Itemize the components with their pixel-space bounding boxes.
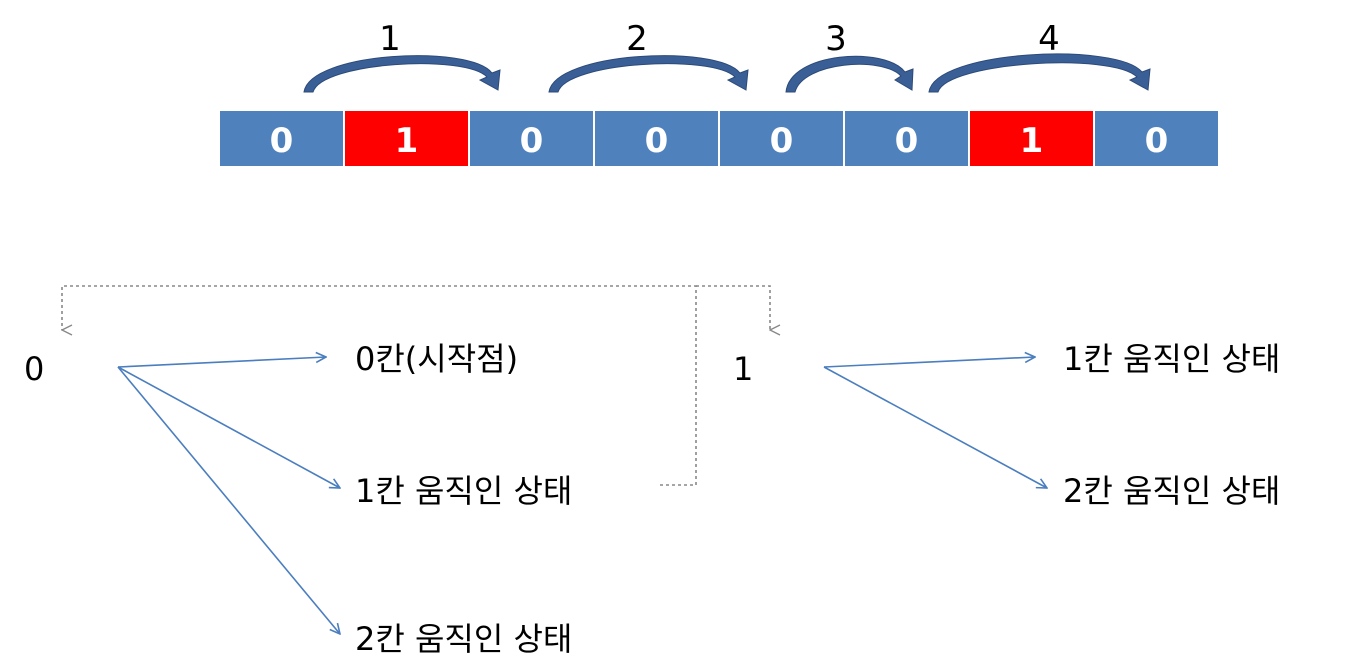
cell-strip: 0 1 0 0 0 0 1 0 [218,109,1220,168]
cell-3-value: 0 [645,121,669,161]
jump-arrow-2 [548,55,749,93]
cell-0-value: 0 [270,121,294,161]
branch-left-2 [117,366,340,634]
tree-right-child-1: 2칸 움직인 상태 [1063,472,1280,510]
cell-7-value: 0 [1145,121,1169,161]
tree-left: 0 0칸(시작점) 1칸 움직인 상태 2칸 움직인 상태 [24,340,572,658]
branch-right-0 [823,357,1035,368]
cell-4-value: 0 [770,121,794,161]
tree-right-branches [823,357,1047,488]
tree-left-child-2: 2칸 움직인 상태 [355,620,572,658]
cell-2: 0 [468,109,595,168]
jump-arrow-1 [303,55,501,93]
cell-1-value: 1 [395,121,419,161]
jump-arrows [303,53,1151,93]
cell-0-box [218,109,345,168]
cell-5: 0 [843,109,970,168]
cell-7-box [1093,109,1220,168]
jump-label-4: 4 [1038,19,1060,59]
tree-left-child-1: 1칸 움직인 상태 [355,472,572,510]
cell-7: 0 [1093,109,1220,168]
tree-left-branches [117,357,340,634]
dotted-connector-line [62,285,697,486]
cell-5-value: 0 [895,121,919,161]
cell-1-box [343,109,470,168]
cell-3: 0 [593,109,720,168]
jump-arrow-4 [928,53,1151,93]
cell-4: 0 [718,109,845,168]
dotted-connector-branch [696,285,770,330]
tree-left-child-0: 0칸(시작점) [355,340,518,378]
cell-6: 1 [968,109,1095,168]
jump-label-1: 1 [379,19,401,59]
tree-right-root: 1 [733,350,753,388]
tree-left-root: 0 [24,350,44,388]
cell-6-value: 1 [1020,121,1044,161]
cell-5-box [843,109,970,168]
jump-label-3: 3 [825,19,847,59]
cell-2-value: 0 [520,121,544,161]
cell-1: 1 [343,109,470,168]
tree-right: 1 1칸 움직인 상태 2칸 움직인 상태 [733,340,1280,510]
cell-0: 0 [218,109,345,168]
cell-6-box [968,109,1095,168]
dotted-connector [62,285,770,486]
branch-left-1 [117,366,340,488]
branch-left-0 [117,357,326,368]
branch-right-1 [823,366,1047,488]
tree-right-child-0: 1칸 움직인 상태 [1063,340,1280,378]
jump-arrow-3 [785,55,914,93]
cell-2-box [468,109,595,168]
jump-label-2: 2 [626,19,648,59]
cell-4-box [718,109,845,168]
